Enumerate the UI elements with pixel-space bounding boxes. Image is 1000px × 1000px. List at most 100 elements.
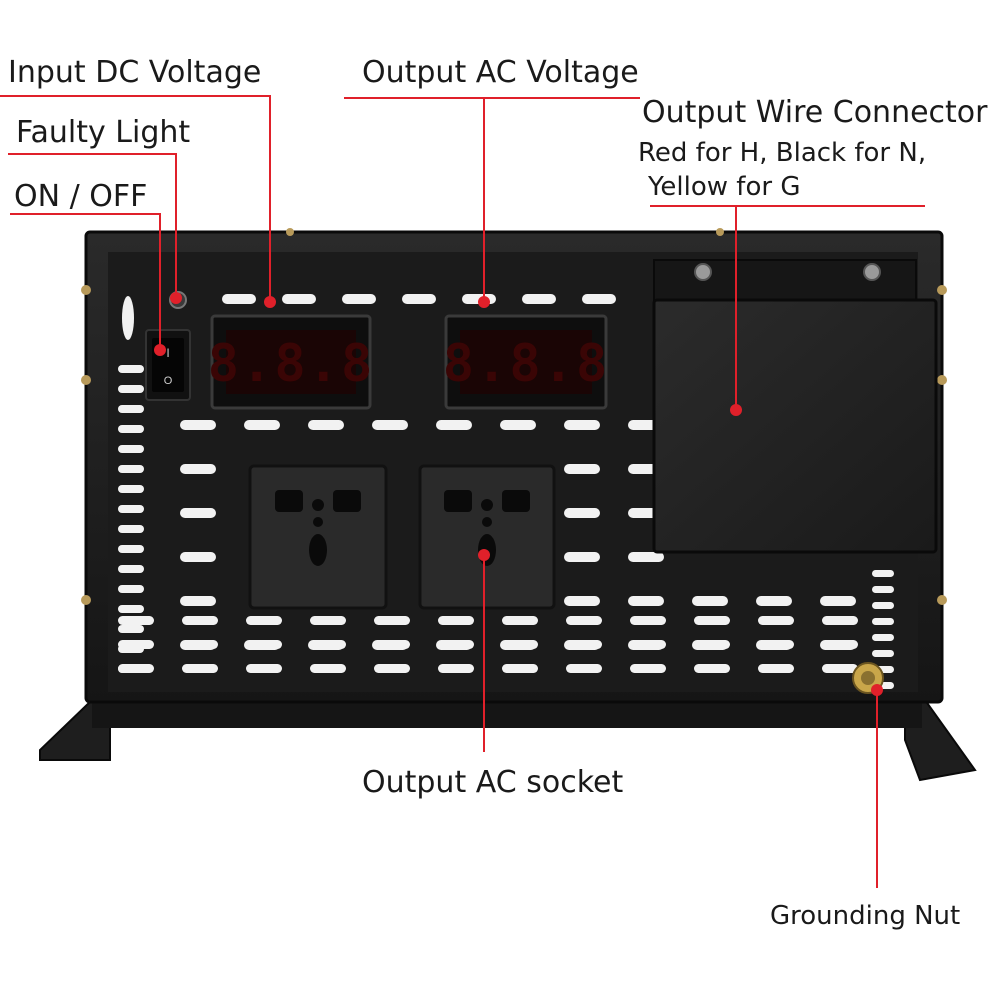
vent-slot bbox=[372, 420, 408, 430]
vent-slot bbox=[222, 294, 256, 304]
vent-slot bbox=[118, 565, 144, 573]
ac-socket-left bbox=[248, 464, 388, 610]
label-output-ac-socket: Output AC socket bbox=[362, 765, 624, 800]
wire-connector-cover bbox=[652, 298, 938, 554]
vent-slot bbox=[118, 465, 144, 473]
vent-slot bbox=[118, 405, 144, 413]
vent-slot bbox=[310, 640, 346, 649]
vent-slot bbox=[118, 485, 144, 493]
callout-input-dc-voltage bbox=[0, 95, 271, 300]
vent-slot bbox=[692, 596, 728, 606]
vent-slot bbox=[282, 294, 316, 304]
vent-slot bbox=[244, 420, 280, 430]
switch-off-mark: O bbox=[164, 375, 173, 387]
vent-slot bbox=[582, 294, 616, 304]
vent-slot bbox=[118, 605, 144, 613]
cover-screw-left bbox=[694, 263, 712, 281]
vent-slot bbox=[246, 616, 282, 625]
vent-slot bbox=[118, 625, 144, 633]
label-wire-colors-line2: Yellow for G bbox=[648, 172, 801, 202]
vent-slot bbox=[502, 640, 538, 649]
vent-slot bbox=[694, 640, 730, 649]
vent-slot bbox=[758, 616, 794, 625]
vent-slot bbox=[820, 596, 856, 606]
callout-dot-grounding-nut bbox=[871, 684, 883, 696]
label-output-ac-voltage: Output AC Voltage bbox=[362, 55, 639, 90]
vent-slot bbox=[246, 664, 282, 673]
base-rail bbox=[92, 700, 922, 728]
vent-slot bbox=[182, 616, 218, 625]
vent-slot bbox=[118, 505, 144, 513]
vent-slot bbox=[872, 586, 894, 593]
vent-slot bbox=[694, 664, 730, 673]
vent-slot bbox=[822, 664, 858, 673]
vent-slot bbox=[118, 385, 144, 393]
vent-slot bbox=[564, 464, 600, 474]
vent-slot bbox=[630, 640, 666, 649]
vent-slot bbox=[694, 616, 730, 625]
vent-slot bbox=[182, 664, 218, 673]
ventilation-slots bbox=[118, 294, 894, 689]
vent-slot bbox=[566, 640, 602, 649]
vent-slot bbox=[180, 464, 216, 474]
vent-slot bbox=[180, 552, 216, 562]
callout-output-wire-connector bbox=[650, 205, 925, 410]
vent-slot bbox=[374, 640, 410, 649]
label-grounding-nut: Grounding Nut bbox=[770, 901, 961, 931]
vent-slot bbox=[566, 664, 602, 673]
cover-screw-right bbox=[863, 263, 881, 281]
vent-slot bbox=[118, 640, 154, 649]
label-input-dc-voltage: Input DC Voltage bbox=[8, 55, 262, 90]
vent-slot bbox=[502, 616, 538, 625]
vent-slot bbox=[438, 664, 474, 673]
vent-slot bbox=[756, 596, 792, 606]
vent-slot bbox=[628, 552, 664, 562]
vent-slot bbox=[374, 616, 410, 625]
ac-socket-right bbox=[418, 464, 556, 610]
callout-dot-input-dc bbox=[264, 296, 276, 308]
dc-voltage-readout: 8.8.8 bbox=[208, 334, 375, 394]
vent-slot bbox=[758, 664, 794, 673]
vent-slot bbox=[246, 640, 282, 649]
vent-slot bbox=[180, 596, 216, 606]
vent-slot bbox=[628, 596, 664, 606]
vent-slot bbox=[872, 570, 894, 577]
dc-voltage-display bbox=[226, 330, 356, 394]
vent-slot bbox=[822, 616, 858, 625]
vent-slot bbox=[564, 596, 600, 606]
vent-slot bbox=[118, 664, 154, 673]
label-wire-colors-line1: Red for H, Black for N, bbox=[638, 138, 927, 168]
switch-on-mark: I bbox=[166, 346, 169, 360]
vent-slot bbox=[564, 552, 600, 562]
vent-slot bbox=[118, 545, 144, 553]
vent-slot bbox=[310, 616, 346, 625]
vent-slot bbox=[118, 425, 144, 433]
vent-slot bbox=[872, 650, 894, 657]
vent-slot bbox=[122, 296, 134, 340]
callout-dot-on-off bbox=[154, 344, 166, 356]
vent-slot bbox=[310, 664, 346, 673]
vent-slot bbox=[630, 664, 666, 673]
vent-slot bbox=[822, 640, 858, 649]
vent-slot bbox=[758, 640, 794, 649]
callout-dot-output-ac-voltage bbox=[478, 296, 490, 308]
vent-slot bbox=[308, 420, 344, 430]
vent-slot bbox=[872, 634, 894, 641]
label-on-off: ON / OFF bbox=[14, 179, 148, 214]
vent-slot bbox=[342, 294, 376, 304]
callout-dot-wire-connector bbox=[730, 404, 742, 416]
callout-faulty-light bbox=[8, 153, 177, 296]
label-faulty-light: Faulty Light bbox=[16, 115, 191, 150]
vent-slot bbox=[118, 616, 154, 625]
vent-slot bbox=[118, 585, 144, 593]
vent-slot bbox=[438, 616, 474, 625]
vent-slot bbox=[180, 420, 216, 430]
vent-slot bbox=[502, 664, 538, 673]
ac-voltage-display bbox=[460, 330, 592, 394]
callout-dots bbox=[154, 292, 883, 696]
ac-voltage-readout: 8.8.8 bbox=[443, 334, 610, 394]
vent-slot bbox=[564, 508, 600, 518]
vent-slot bbox=[872, 602, 894, 609]
vent-slot bbox=[564, 420, 600, 430]
